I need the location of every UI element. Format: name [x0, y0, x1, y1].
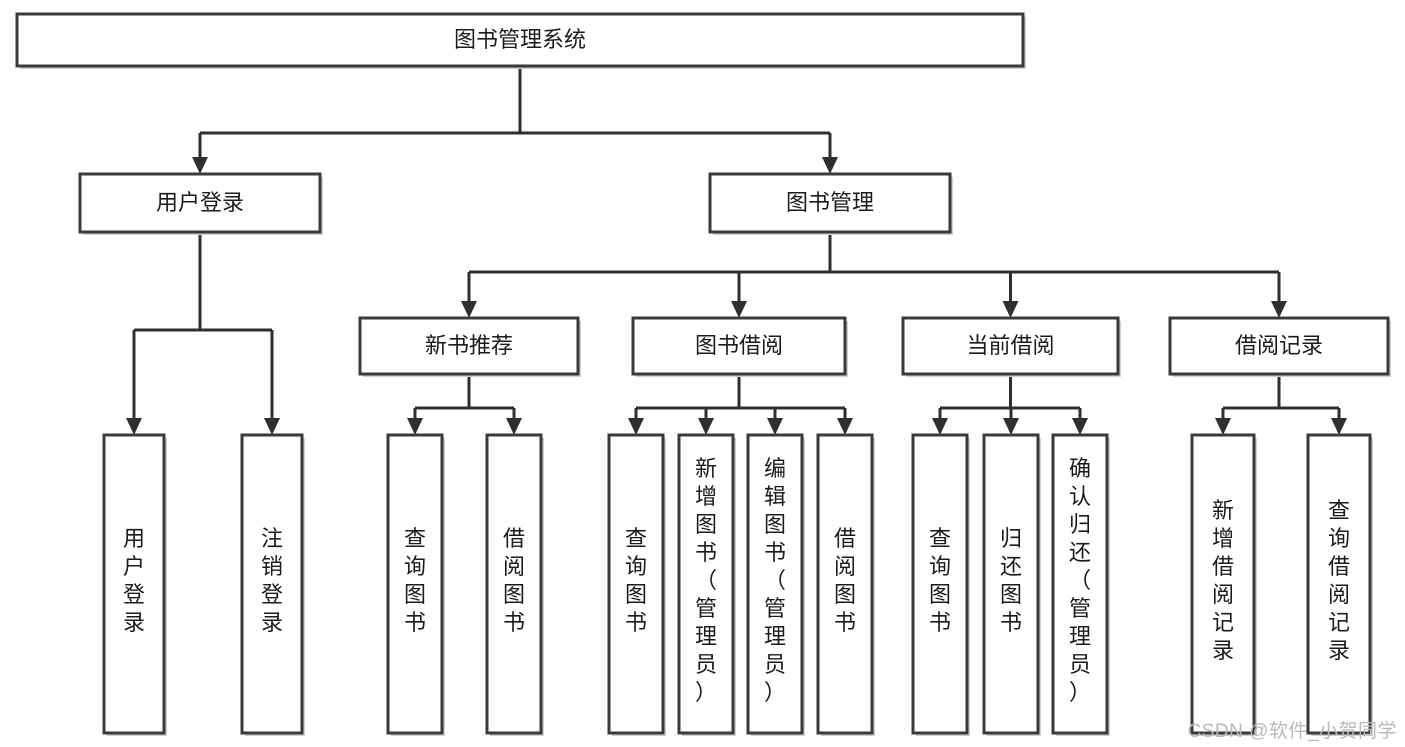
- node-level2-1-box[interactable]: [708, 172, 952, 234]
- node-root-label: 图书管理系统: [454, 27, 586, 52]
- node-leaf-borrow-1-label: 新增图书（管理员）: [695, 456, 717, 705]
- link-newbook-branch-1-head: [506, 418, 522, 435]
- link-newbook-branch-0-head: [407, 418, 423, 435]
- link-borrow-branch-3-head: [837, 418, 853, 435]
- link-borrow-branch-1-head: [698, 418, 714, 435]
- node-level3-0-label: 新书推荐: [425, 333, 513, 358]
- link-borrow-branch-0-head: [628, 418, 644, 435]
- link-root-branch-1-head: [822, 157, 838, 174]
- link-borrow-branch-2-head: [767, 418, 783, 435]
- node-leaf-current-1-box[interactable]: [982, 433, 1040, 735]
- link-records-branch-1-head: [1331, 418, 1347, 435]
- node-level3-3-label: 借阅记录: [1235, 333, 1323, 358]
- node-leaf-records-0-label: 新增借阅记录: [1212, 498, 1234, 663]
- link-book-mgmt-branch-0-head: [461, 301, 477, 318]
- node-leaf-current-0-box[interactable]: [911, 433, 969, 735]
- node-leaf-newbook-0-box[interactable]: [386, 433, 444, 735]
- node-level3-2-label: 当前借阅: [966, 333, 1054, 358]
- node-leaf-borrow-0-box[interactable]: [607, 433, 665, 735]
- link-book-mgmt-branch-1-head: [731, 301, 747, 318]
- node-leaf-userlogin-0-box[interactable]: [102, 433, 166, 735]
- node-level3-3-box[interactable]: [1168, 316, 1390, 376]
- link-root-branch-0-head: [192, 157, 208, 174]
- node-level3-1-label: 图书借阅: [695, 333, 783, 358]
- node-level3-1-box[interactable]: [631, 316, 847, 376]
- node-layer: 图书管理系统用户登录图书管理新书推荐图书借阅当前借阅借阅记录用户登录注销登录查询…: [15, 12, 1391, 736]
- link-book-mgmt-branch-3-head: [1271, 301, 1287, 318]
- node-leaf-current-2-box[interactable]: [1051, 433, 1109, 735]
- node-leaf-current-2-label: 确认归还（管理员）: [1069, 456, 1091, 705]
- node-leaf-borrow-1-box[interactable]: [677, 433, 735, 735]
- node-leaf-borrow-2-label: 编辑图书（管理员）: [764, 456, 786, 705]
- link-records-branch-0-head: [1215, 418, 1231, 435]
- node-root-box[interactable]: [15, 12, 1025, 68]
- node-leaf-borrow-3-box[interactable]: [816, 433, 874, 735]
- link-user-login-branch-0-head: [126, 418, 142, 435]
- node-leaf-userlogin-0-label: 用户登录: [123, 526, 145, 635]
- link-current-branch-0-head: [932, 418, 948, 435]
- link-current-branch-1-head: [1003, 418, 1019, 435]
- node-level2-0-box[interactable]: [78, 172, 322, 234]
- node-leaf-newbook-0-label: 查询图书: [404, 526, 426, 635]
- node-level2-1-label: 图书管理: [786, 190, 874, 215]
- watermark-text: CSDN @软件_小贺同学: [1187, 721, 1397, 742]
- link-user-login-branch-1-head: [264, 418, 280, 435]
- node-leaf-borrow-2-box[interactable]: [746, 433, 804, 735]
- link-book-mgmt-branch-2-head: [1002, 301, 1019, 318]
- node-leaf-userlogin-1-box[interactable]: [240, 433, 304, 735]
- node-leaf-newbook-1-box[interactable]: [485, 433, 543, 735]
- node-level3-2-box[interactable]: [901, 316, 1120, 376]
- node-leaf-current-0-label: 查询图书: [929, 526, 951, 635]
- node-level3-0-box[interactable]: [358, 316, 580, 376]
- node-leaf-records-1-label: 查询借阅记录: [1328, 498, 1350, 663]
- node-level2-0-label: 用户登录: [156, 190, 244, 215]
- node-leaf-borrow-3-label: 借阅图书: [834, 526, 856, 635]
- node-leaf-current-1-label: 归还图书: [1000, 526, 1022, 635]
- connector-layer: [126, 66, 1347, 435]
- node-leaf-records-1-box[interactable]: [1306, 433, 1372, 735]
- link-current-branch-2-head: [1072, 418, 1088, 435]
- node-leaf-userlogin-1-label: 注销登录: [261, 526, 283, 635]
- node-leaf-newbook-1-label: 借阅图书: [503, 526, 525, 635]
- node-leaf-records-0-box[interactable]: [1190, 433, 1256, 735]
- node-leaf-borrow-0-label: 查询图书: [625, 526, 647, 635]
